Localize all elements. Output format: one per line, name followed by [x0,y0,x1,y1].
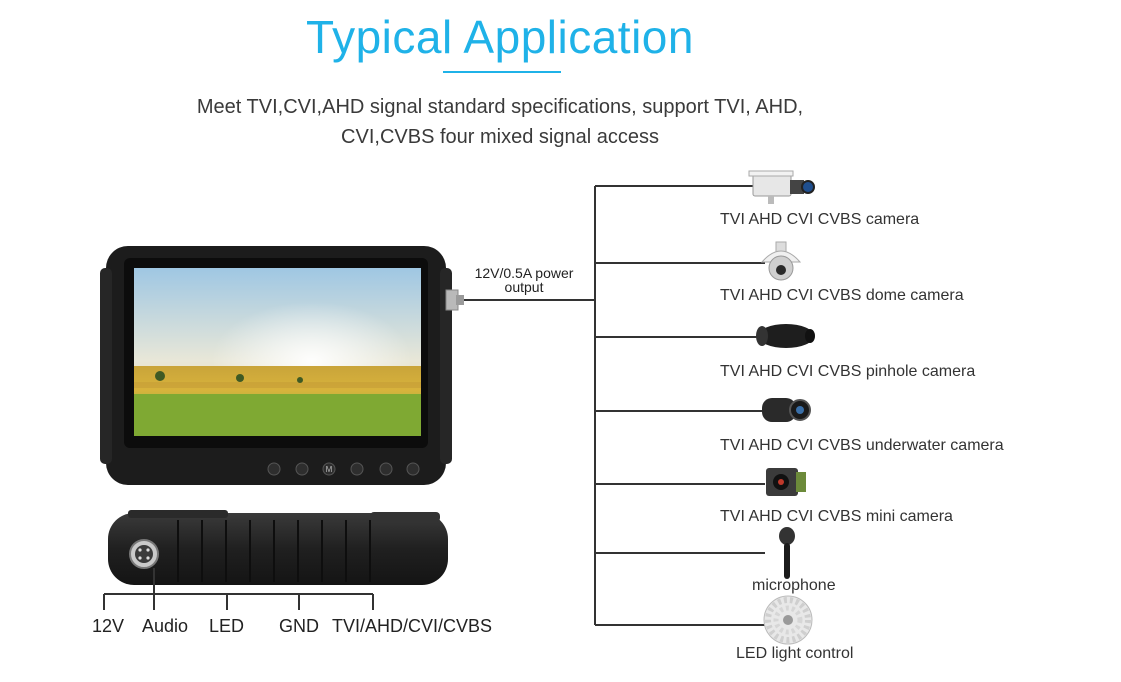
menu-button-glyph: M [326,465,333,474]
subtitle-line-2: CVI,CVBS four mixed signal access [341,126,659,148]
power-label-line-2: output [504,279,544,295]
page-subtitle: Meet TVI,CVI,AHD signal standard specifi… [150,92,850,152]
port-bracket [103,568,374,610]
device-label-microphone: microphone [752,577,836,594]
device-label-mini-camera: TVI AHD CVI CVBS mini camera [720,508,953,525]
microphone-icon [779,527,795,579]
port-label-led: LED [209,616,245,636]
port-label-12v: 12V [92,616,125,636]
monitor-screen [134,268,421,436]
side-ribs [177,520,371,582]
box-camera-icon [748,170,815,204]
port-label-audio: Audio [142,616,189,636]
rewind-icon[interactable] [267,462,281,476]
forward-icon[interactable] [295,462,309,476]
monitor-front: M [100,246,464,485]
device-label-pinhole-camera: TVI AHD CVI CVBS pinhole camera [720,363,976,380]
aviation-connector [129,539,159,569]
signal-lines [464,185,765,626]
device-label-camera: TVI AHD CVI CVBS camera [720,211,920,228]
underwater-camera-icon [762,398,811,422]
device-label-dome-camera: TVI AHD CVI CVBS dome camera [720,287,964,304]
monitor-right-grip [440,268,452,464]
pinhole-camera-icon [756,324,815,348]
title-underline [443,71,561,73]
power-label-line-1: 12V/0.5A power [474,265,574,281]
power-output-label: 12V/0.5A power output [464,266,584,294]
port-label-gnd: GND [279,616,319,636]
led-ring-icon [763,595,813,645]
device-label-underwater-camera: TVI AHD CVI CVBS underwater camera [720,437,1004,454]
device-label-led-light-control: LED light control [736,645,854,662]
back-icon[interactable] [350,462,364,476]
mini-camera-icon [766,468,806,496]
monitor-buttons: M [267,462,420,476]
camera-icon[interactable] [379,462,393,476]
dome-camera-icon [760,241,802,281]
page-title: Typical Application [306,11,694,63]
monitor-side [108,510,448,585]
monitor-left-grip [100,268,112,464]
subtitle-line-1: Meet TVI,CVI,AHD signal standard specifi… [196,96,804,118]
power-icon[interactable] [406,462,420,476]
bnc-connector [445,289,464,311]
port-label-video: TVI/AHD/CVI/CVBS [332,616,493,636]
monitor-side-body [108,513,448,585]
menu-m-icon[interactable] [322,462,336,476]
